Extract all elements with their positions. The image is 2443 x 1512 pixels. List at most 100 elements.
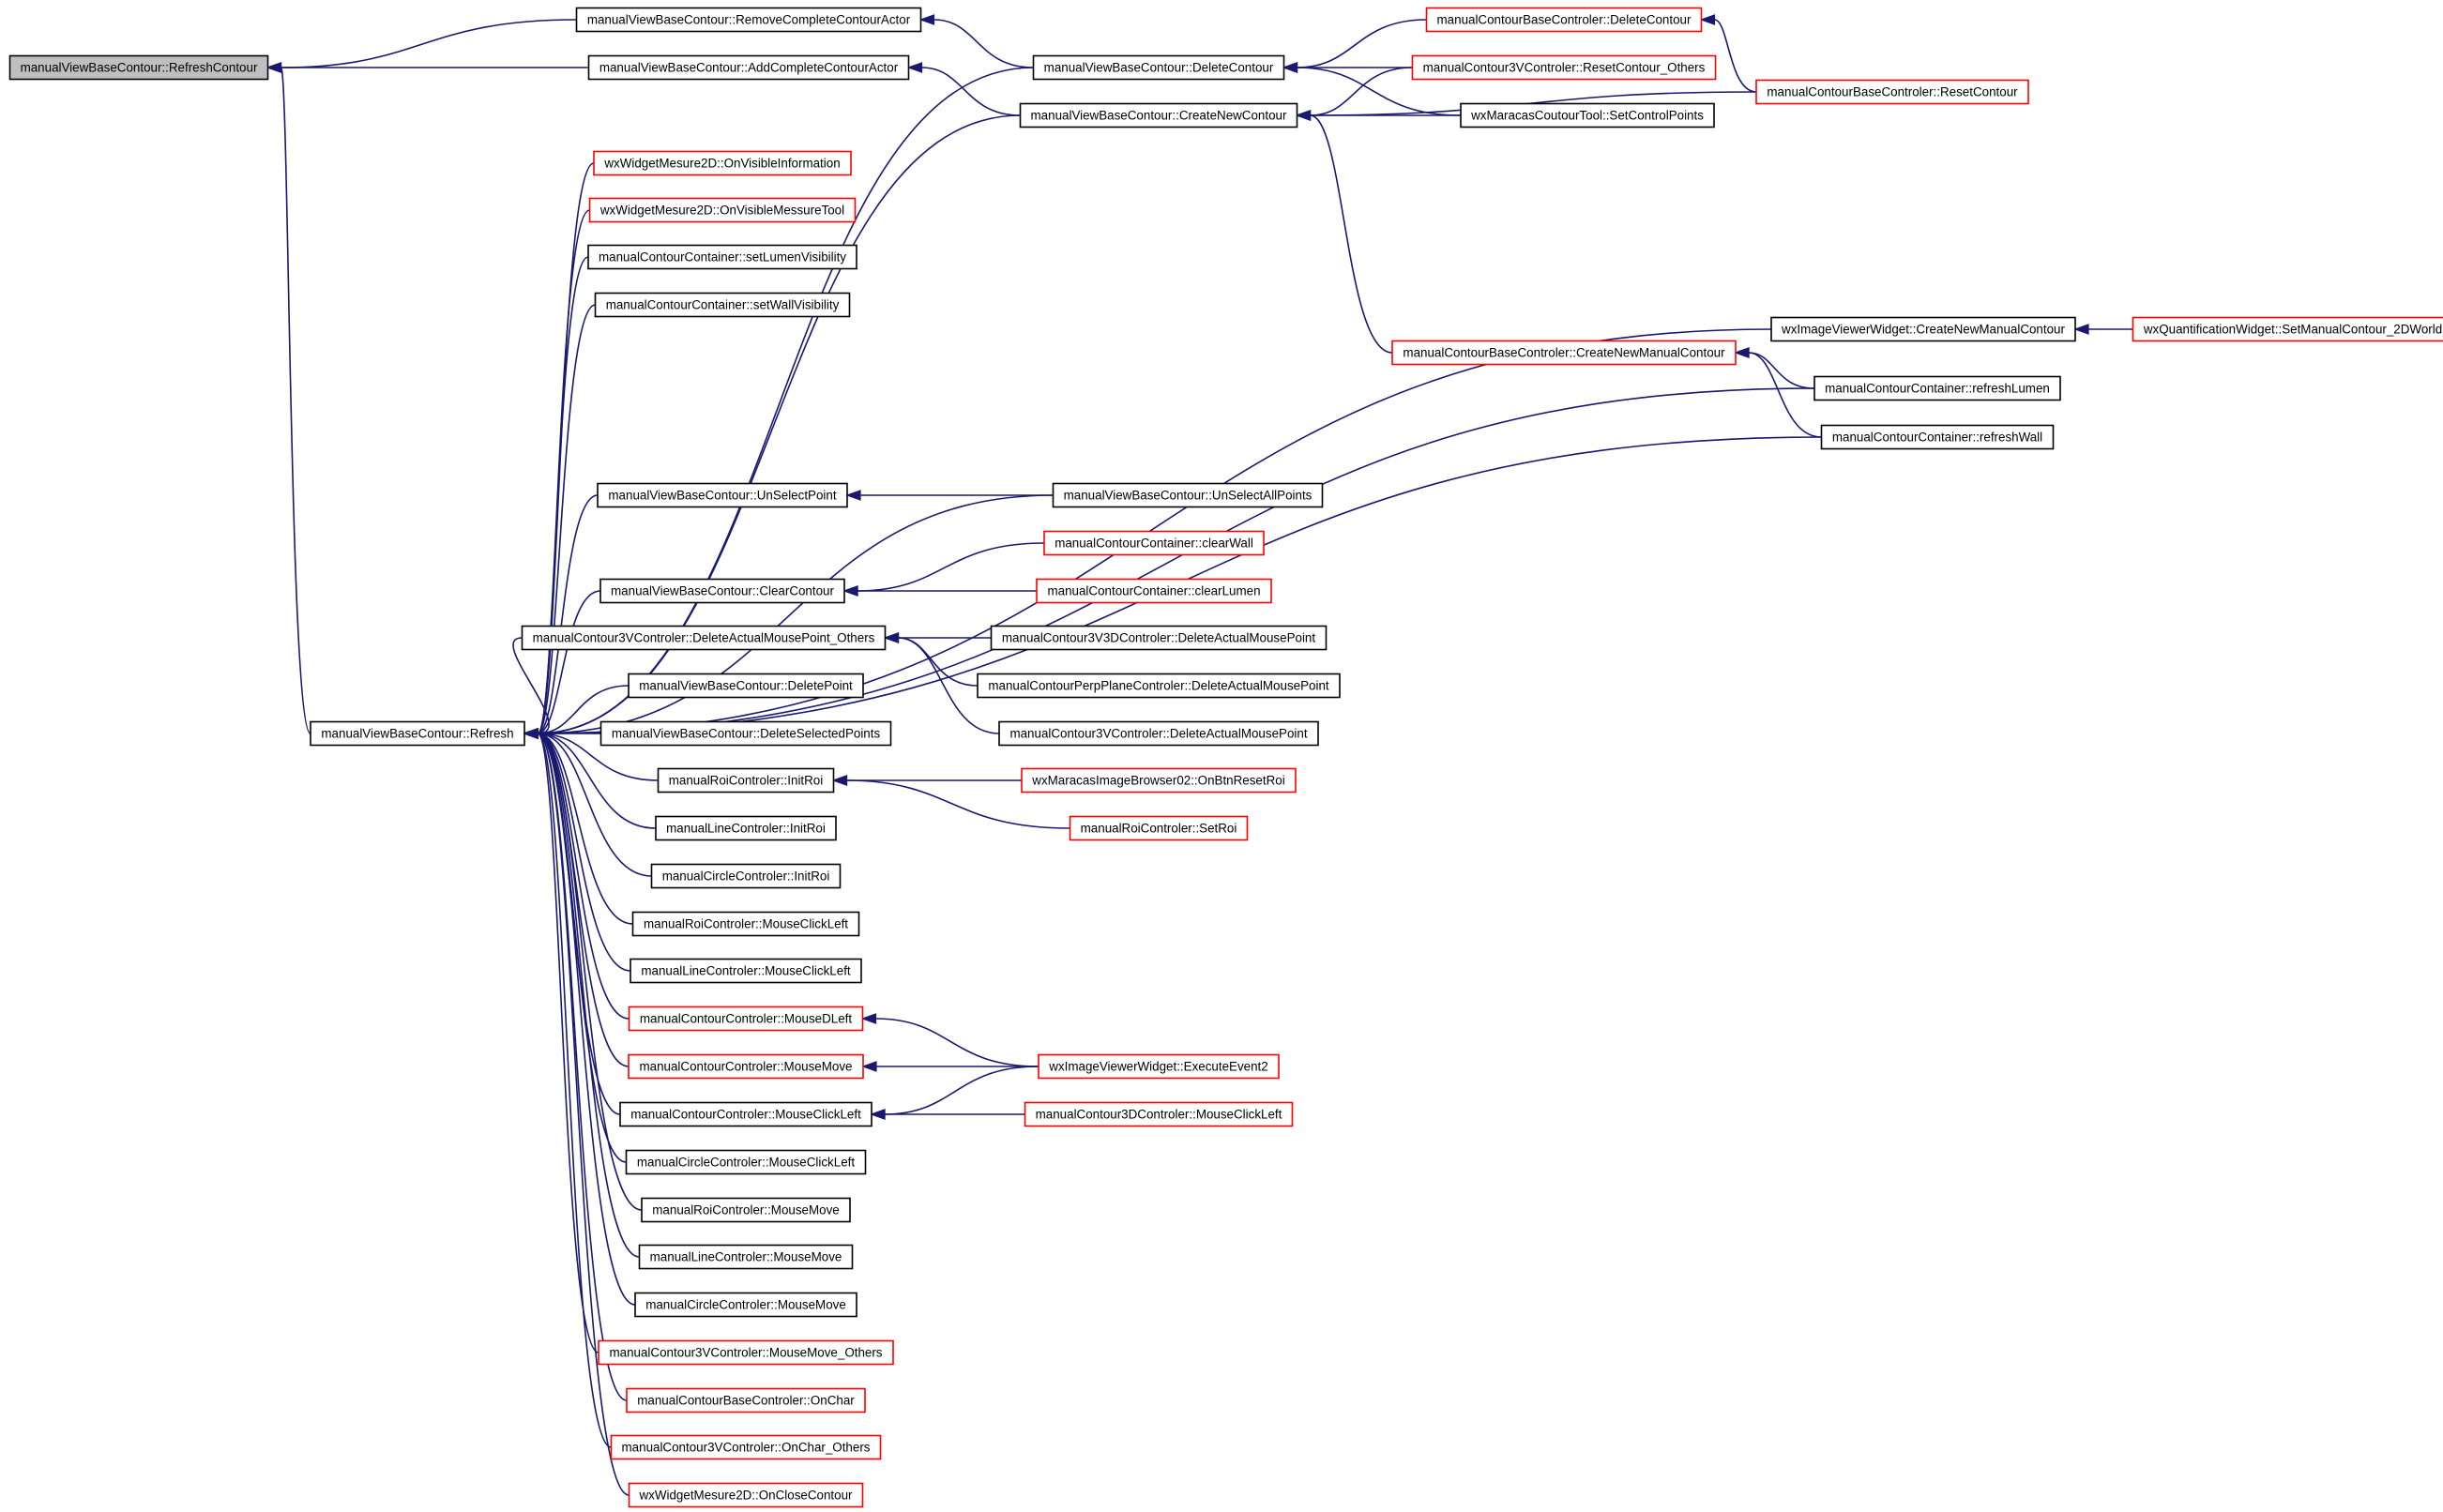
node-label: manualContourPerpPlaneControler::DeleteA…: [988, 679, 1329, 693]
function-node[interactable]: wxMaracasCoutourTool::SetControlPoints: [1460, 102, 1715, 129]
function-node[interactable]: wxQuantificationWidget::SetManualContour…: [2132, 316, 2443, 342]
node-box: [1755, 79, 2029, 105]
function-node[interactable]: manualContour3VControler::OnChar_Others: [610, 1434, 882, 1460]
node-label: manualRoiControler::MouseClickLeft: [644, 917, 848, 931]
node-label: manualContourBaseControler::OnChar: [637, 1394, 855, 1408]
call-edge: [537, 733, 657, 829]
node-label: manualViewBaseContour::DeleteContour: [1044, 61, 1274, 75]
arrowhead-icon: [883, 632, 900, 643]
call-edge: [898, 637, 979, 687]
function-node[interactable]: wxImageViewerWidget::ExecuteEvent2: [1038, 1053, 1280, 1080]
node-box: [638, 1244, 854, 1270]
node-box: [619, 1101, 872, 1127]
node-label: manualContourBaseControler::CreateNewMan…: [1403, 346, 1725, 360]
node-box: [594, 292, 851, 318]
function-node[interactable]: manualCircleControler::InitRoi: [650, 863, 842, 889]
function-node[interactable]: manualViewBaseContour::CreateNewContour: [1019, 102, 1298, 129]
function-node[interactable]: manualContour3V3DControler::DeleteActual…: [990, 625, 1328, 651]
node-label: manualViewBaseContour::UnSelectAllPoints: [1064, 489, 1313, 503]
node-label: manualContourContainer::setWallVisibilit…: [606, 298, 840, 312]
arrowhead-icon: [1734, 347, 1750, 358]
node-label: wxImageViewerWidget::ExecuteEvent2: [1048, 1060, 1267, 1074]
function-node[interactable]: manualContourBaseControler::CreateNewMan…: [1391, 340, 1737, 366]
function-node[interactable]: manualContourBaseControler::ResetContour: [1755, 79, 2029, 105]
function-node[interactable]: manualLineControler::InitRoi: [655, 815, 837, 841]
function-node[interactable]: wxImageViewerWidget::CreateNewManualCont…: [1770, 316, 2076, 342]
arrowhead-icon: [523, 728, 539, 739]
function-node[interactable]: manualViewBaseContour::UnSelectAllPoints: [1052, 482, 1324, 508]
function-node[interactable]: manualViewBaseContour::AddCompleteContou…: [587, 54, 910, 81]
function-node[interactable]: manualViewBaseContour::DeletePoint: [628, 673, 864, 699]
function-node[interactable]: manualContourContainer::clearWall: [1043, 530, 1265, 556]
function-node[interactable]: manualViewBaseContour::RemoveCompleteCon…: [575, 7, 922, 33]
function-node[interactable]: manualContourControler::MouseDLeft: [628, 1005, 864, 1032]
function-node[interactable]: manualRoiControler::MouseClickLeft: [631, 911, 860, 937]
call-edge: [537, 590, 601, 734]
node-box: [628, 1482, 864, 1508]
node-box: [990, 625, 1328, 651]
node-label: manualRoiControler::SetRoi: [1081, 822, 1237, 836]
node-layer: manualViewBaseContour::RefreshContourman…: [8, 7, 2443, 1508]
node-box: [628, 673, 864, 699]
function-node[interactable]: manualViewBaseContour::DeleteContour: [1032, 54, 1285, 81]
function-node[interactable]: manualViewBaseContour::DeleteSelectedPoi…: [599, 720, 892, 747]
node-box: [1052, 482, 1324, 508]
function-node[interactable]: manualContour3VControler::DeleteActualMo…: [521, 625, 887, 651]
node-label: manualLineControler::MouseClickLeft: [641, 964, 851, 978]
arrowhead-icon: [1295, 110, 1312, 121]
node-box: [598, 1339, 894, 1366]
node-box: [599, 720, 892, 747]
node-box: [977, 673, 1341, 699]
function-node[interactable]: manualViewBaseContour::ClearContour: [599, 578, 845, 604]
function-node[interactable]: manualCircleControler::MouseMove: [634, 1292, 857, 1318]
node-label: wxWidgetMesure2D::OnVisibleInformation: [603, 157, 840, 171]
function-node[interactable]: manualViewBaseContour::Refresh: [310, 720, 525, 747]
function-node[interactable]: manualCircleControler::MouseClickLeft: [625, 1149, 867, 1175]
call-edge: [537, 685, 630, 734]
node-box: [655, 815, 837, 841]
node-label: manualViewBaseContour::RemoveCompleteCon…: [587, 13, 911, 27]
function-node[interactable]: manualContour3DControler::MouseClickLeft: [1024, 1101, 1294, 1127]
function-node[interactable]: manualContourControler::MouseMove: [628, 1053, 864, 1080]
call-edge: [1310, 67, 1413, 116]
node-box: [587, 244, 857, 270]
call-edge: [537, 733, 631, 972]
function-node[interactable]: wxWidgetMesure2D::OnVisibleInformation: [593, 150, 852, 176]
node-label: manualContour3DControler::MouseClickLeft: [1036, 1108, 1282, 1122]
node-label: manualContourContainer::clearLumen: [1047, 584, 1260, 598]
function-node[interactable]: manualContourBaseControler::OnChar: [626, 1387, 866, 1414]
function-node[interactable]: manualRoiControler::MouseMove: [641, 1197, 851, 1223]
function-node[interactable]: manualContourContainer::clearLumen: [1036, 578, 1272, 604]
node-box: [1411, 54, 1717, 81]
call-edge: [280, 67, 311, 734]
function-node[interactable]: manualViewBaseContour::UnSelectPoint: [597, 482, 848, 508]
function-node[interactable]: manualContourBaseControler::DeleteContou…: [1425, 7, 1703, 33]
function-node[interactable]: manualContourPerpPlaneControler::DeleteA…: [977, 673, 1341, 699]
node-label: manualContour3VControler::ResetContour_O…: [1423, 61, 1706, 75]
call-edge: [1297, 67, 1462, 116]
function-node[interactable]: manualContourContainer::refreshLumen: [1813, 375, 2061, 401]
node-label: manualCircleControler::MouseMove: [645, 1298, 846, 1312]
function-node[interactable]: manualContourContainer::setLumenVisibili…: [587, 244, 857, 270]
function-node[interactable]: manualContourControler::MouseClickLeft: [619, 1101, 872, 1127]
node-label: manualLineControler::MouseMove: [650, 1250, 842, 1264]
node-label: manualViewBaseContour::DeleteSelectedPoi…: [612, 727, 881, 741]
function-node[interactable]: wxMaracasImageBrowser02::OnBtnResetRoi: [1021, 767, 1297, 794]
function-node[interactable]: manualContourContainer::refreshWall: [1820, 424, 2055, 450]
function-node[interactable]: wxWidgetMesure2D::OnCloseContour: [628, 1482, 864, 1508]
function-node[interactable]: manualContourContainer::setWallVisibilit…: [594, 292, 851, 318]
function-node[interactable]: manualContour3VControler::DeleteActualMo…: [998, 720, 1319, 747]
node-label: manualContourContainer::refreshWall: [1832, 431, 2042, 445]
function-node[interactable]: manualLineControler::MouseMove: [638, 1244, 854, 1270]
function-node[interactable]: wxWidgetMesure2D::OnVisibleMessureTool: [588, 197, 857, 223]
node-label: manualContourContainer::refreshLumen: [1825, 382, 2050, 396]
function-node[interactable]: manualRoiControler::SetRoi: [1069, 815, 1249, 841]
call-edge: [846, 779, 1070, 829]
function-node[interactable]: manualContour3VControler::ResetContour_O…: [1411, 54, 1717, 81]
node-box: [599, 578, 845, 604]
function-node[interactable]: manualLineControler::MouseClickLeft: [630, 958, 862, 984]
node-box: [610, 1434, 882, 1460]
function-node[interactable]: manualContour3VControler::MouseMove_Othe…: [598, 1339, 894, 1366]
function-node[interactable]: manualRoiControler::InitRoi: [657, 767, 835, 794]
root-function-node[interactable]: manualViewBaseContour::RefreshContour: [8, 54, 269, 81]
